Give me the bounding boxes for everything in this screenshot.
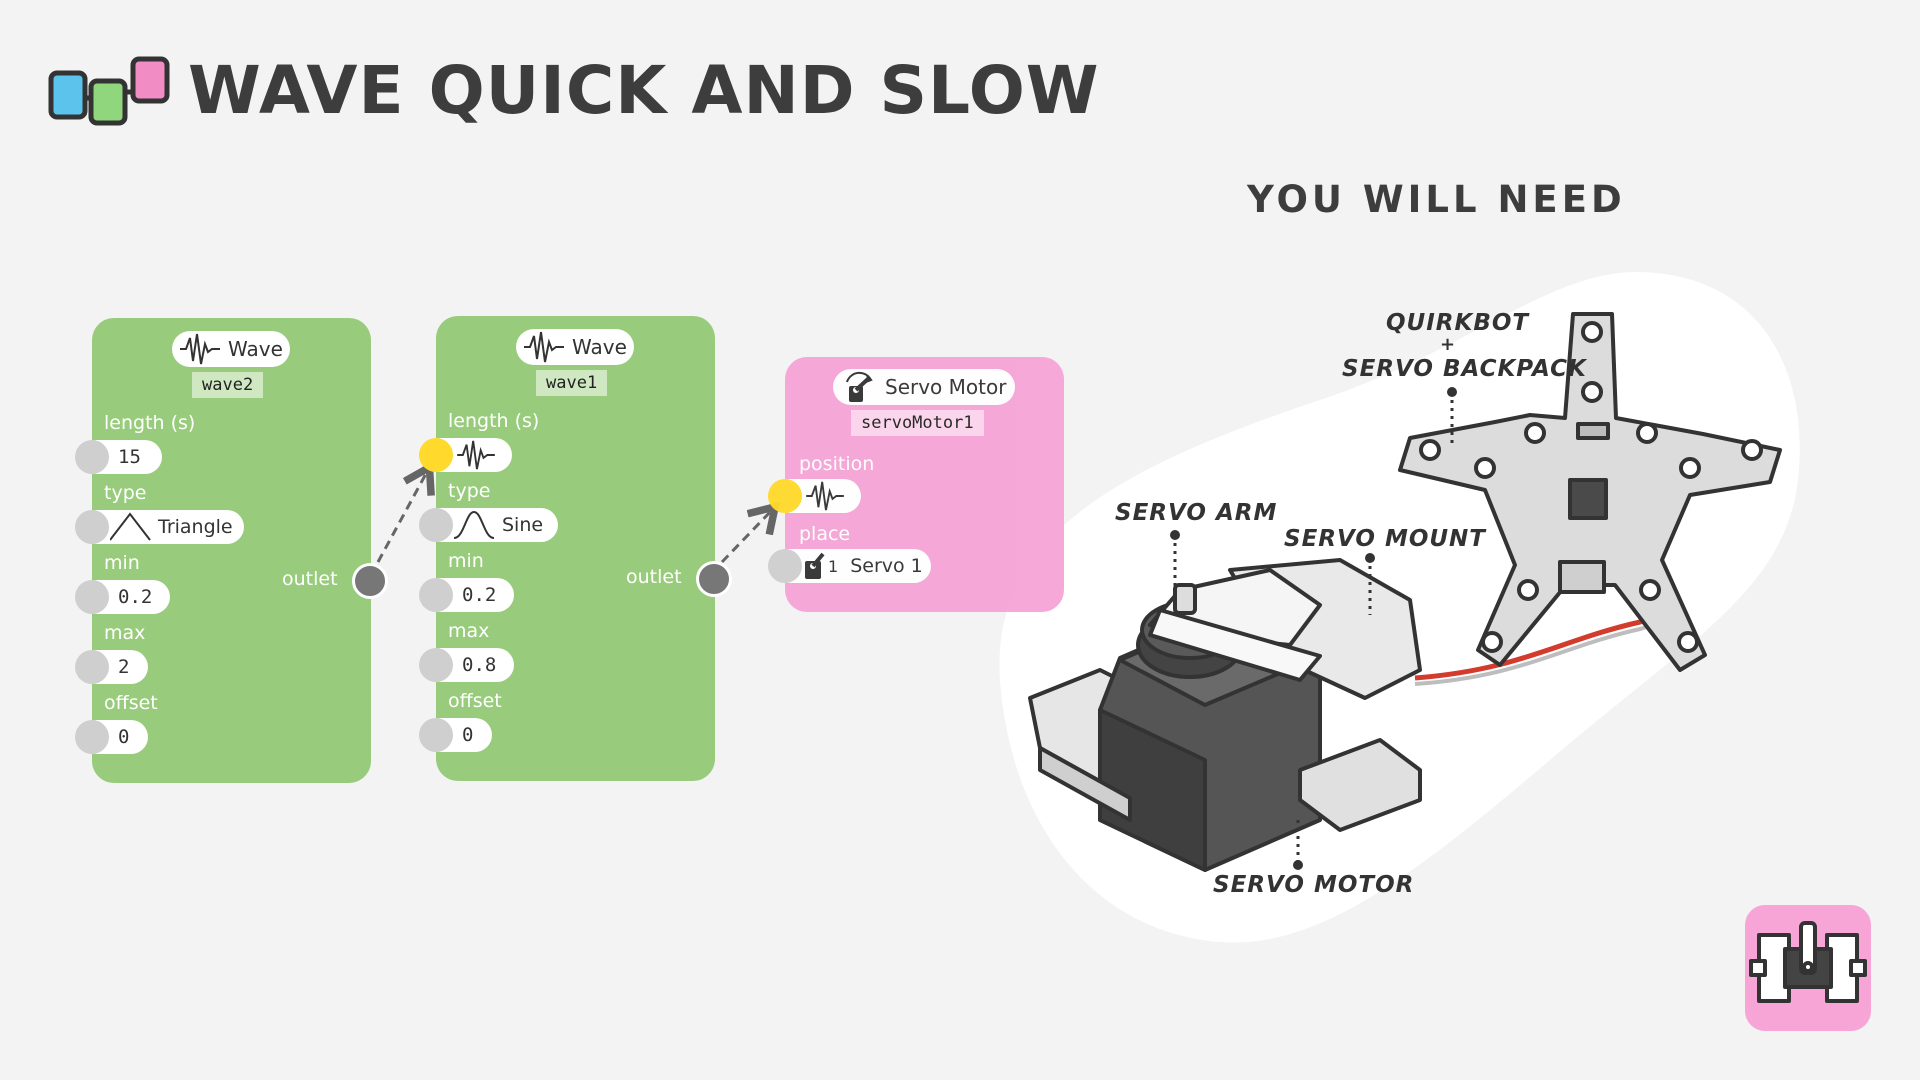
callout-servo-motor: SERVO MOTOR — [1213, 872, 1415, 898]
wave2-min-label: min — [104, 552, 140, 574]
triangle-wave-icon — [110, 512, 151, 541]
callout-plus: + — [1440, 334, 1457, 355]
wave2-type-inlet[interactable] — [75, 510, 109, 544]
wave2-max-label: max — [104, 622, 146, 644]
wave1-max-inlet[interactable] — [419, 648, 453, 682]
servo-position-label: position — [799, 453, 875, 475]
servo-icon — [805, 552, 825, 579]
wave2-offset-label: offset — [104, 692, 158, 714]
wave1-type-inlet[interactable] — [419, 508, 453, 542]
callout-servo-mount: SERVO MOUNT — [1284, 526, 1486, 552]
logo-icon — [48, 56, 170, 126]
wave-icon — [806, 481, 844, 511]
wave1-name-tag: wave1 — [536, 370, 608, 396]
wave2-name-tag: wave2 — [192, 372, 264, 398]
servo-position-inlet[interactable] — [768, 479, 802, 513]
sine-wave-icon — [454, 510, 495, 539]
servo-name-tag: servoMotor1 — [851, 410, 984, 436]
callout-leaders — [1173, 392, 1454, 865]
wave2-outlet-label: outlet — [282, 568, 338, 590]
wave1-header: Wave — [516, 329, 634, 365]
wave2-min-inlet[interactable] — [75, 580, 109, 614]
servo-header: Servo Motor — [833, 369, 1015, 405]
servo-icon — [846, 371, 873, 402]
wave2-length-label: length (s) — [104, 412, 196, 434]
wave1-outlet[interactable] — [696, 561, 732, 597]
page-title: WAVE QUICK AND SLOW — [188, 52, 1100, 129]
wave-icon — [524, 331, 564, 363]
callout-quirkbot: QUIRKBOT — [1386, 310, 1530, 336]
wave2-type-field-label: type — [104, 482, 147, 504]
wave2-length-inlet[interactable] — [75, 440, 109, 474]
callout-servo-backpack: SERVO BACKPACK — [1342, 356, 1587, 382]
wave1-min-inlet[interactable] — [419, 578, 453, 612]
quirkbot-board — [1398, 312, 1782, 672]
wire-wave1-to-servo — [720, 509, 773, 564]
servo-block[interactable]: Servo Motor servoMotor1 position place 1… — [768, 357, 1064, 612]
wave1-block[interactable]: Wave wave1 length (s) type Sine min 0.2 … — [419, 316, 732, 781]
servo-place-inlet[interactable] — [768, 549, 802, 583]
servo-type-label: Servo Motor — [885, 375, 1007, 399]
hardware-illustration — [1028, 312, 1782, 872]
servo-badge[interactable] — [1745, 905, 1871, 1031]
servo-assembly — [1028, 558, 1422, 872]
wave2-block[interactable]: Wave wave2 length (s) 15 type Triangle m… — [75, 318, 388, 783]
wave1-offset-label: offset — [448, 690, 502, 712]
wave1-type-field-label: type — [448, 480, 491, 502]
servo-place-label: place — [799, 523, 851, 545]
wave2-max-inlet[interactable] — [75, 650, 109, 684]
wave2-header: Wave — [172, 331, 290, 367]
wave-icon — [457, 440, 495, 470]
wave1-max-label: max — [448, 620, 490, 642]
wave2-outlet[interactable] — [352, 563, 388, 599]
wire-wave2-to-wave1 — [376, 470, 428, 563]
you-will-need-heading: YOU WILL NEED — [1247, 178, 1626, 221]
wave1-outlet-label: outlet — [626, 566, 682, 588]
wave1-length-inlet[interactable] — [419, 438, 453, 472]
servo-badge-icon — [1749, 921, 1867, 1003]
quirkbot-holes — [1419, 321, 1763, 653]
wave-icon — [180, 333, 220, 365]
callout-servo-arm: SERVO ARM — [1115, 500, 1278, 526]
wave1-length-label: length (s) — [448, 410, 540, 432]
wave2-offset-inlet[interactable] — [75, 720, 109, 754]
wave1-type-label: Wave — [572, 335, 627, 359]
wave1-offset-inlet[interactable] — [419, 718, 453, 752]
wave2-type-label: Wave — [228, 337, 283, 361]
wave1-min-label: min — [448, 550, 484, 572]
